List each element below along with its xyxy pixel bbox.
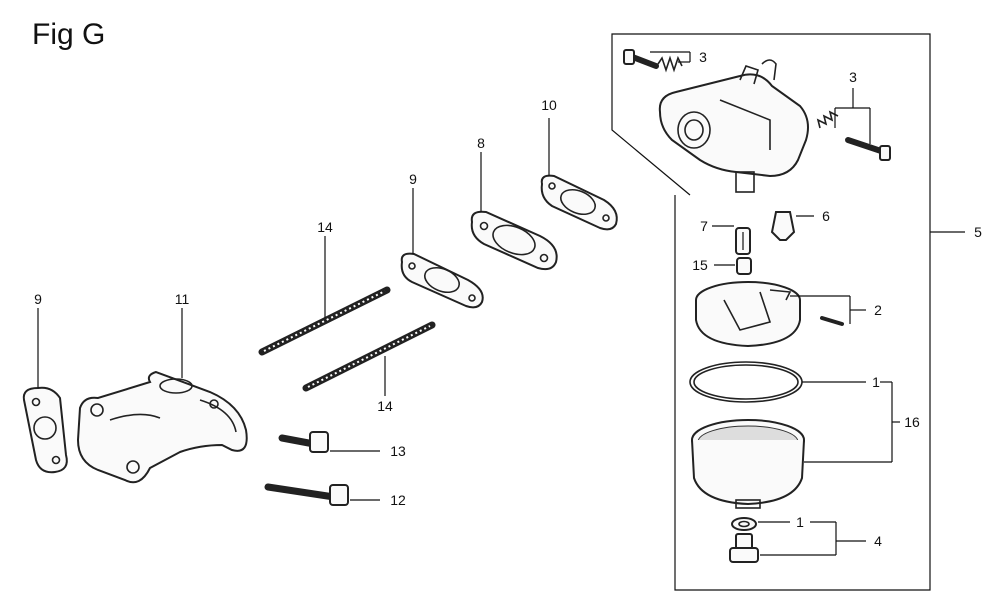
manifold-drawing <box>76 308 248 484</box>
callout-stud-lower: 14 <box>377 398 393 414</box>
callout-bolt-short: 13 <box>390 443 406 459</box>
jet-plug-drawing <box>714 257 752 275</box>
callout-jet-plug: 15 <box>692 257 708 273</box>
callout-float-pin: 2 <box>874 302 882 318</box>
float-valve-drawing <box>770 211 814 241</box>
figure-title: Fig G <box>32 18 106 51</box>
gasket-left-drawing <box>22 308 68 474</box>
bowl-bolt-drawing <box>729 521 866 563</box>
bolt-short-drawing <box>278 431 380 453</box>
float-bowl-drawing <box>691 381 900 509</box>
stud-upper-drawing <box>258 236 391 356</box>
screw-left-drawing <box>623 49 691 73</box>
screw-right-drawing <box>816 88 891 161</box>
callout-stud-upper: 14 <box>317 219 333 235</box>
callout-float-valve: 6 <box>822 208 830 224</box>
float-drawing <box>695 281 866 348</box>
callout-manifold: 11 <box>175 291 190 307</box>
carburetor-body-drawing <box>658 59 809 193</box>
callout-float-bowl-set: 16 <box>904 414 920 430</box>
bolt-long-drawing <box>264 483 380 506</box>
gasket-right-drawing <box>540 118 618 231</box>
callout-oring: 1 <box>872 374 880 390</box>
insulator-drawing <box>470 152 558 271</box>
callout-gasket-right: 10 <box>541 97 557 113</box>
main-jet-drawing <box>712 225 751 255</box>
callout-bowl-washer: 1 <box>796 514 804 530</box>
callout-gasket-left: 9 <box>34 291 42 307</box>
callout-carburetor-assembly: 5 <box>974 224 982 240</box>
stud-lower-drawing <box>302 321 436 396</box>
callout-bolt-long: 12 <box>390 492 406 508</box>
callout-insulator: 8 <box>477 135 485 151</box>
callout-gasket-mid: 9 <box>409 171 417 187</box>
callout-screw-left: 3 <box>699 49 707 65</box>
callout-screw-right: 3 <box>849 69 857 85</box>
bowl-washer-drawing <box>731 517 790 531</box>
callout-bowl-bolt-set: 4 <box>874 533 882 549</box>
callout-main-jet: 7 <box>700 218 708 234</box>
oring-drawing <box>689 361 866 403</box>
carburetor-assembly-bracket <box>611 33 965 591</box>
gasket-mid-drawing <box>400 188 484 309</box>
